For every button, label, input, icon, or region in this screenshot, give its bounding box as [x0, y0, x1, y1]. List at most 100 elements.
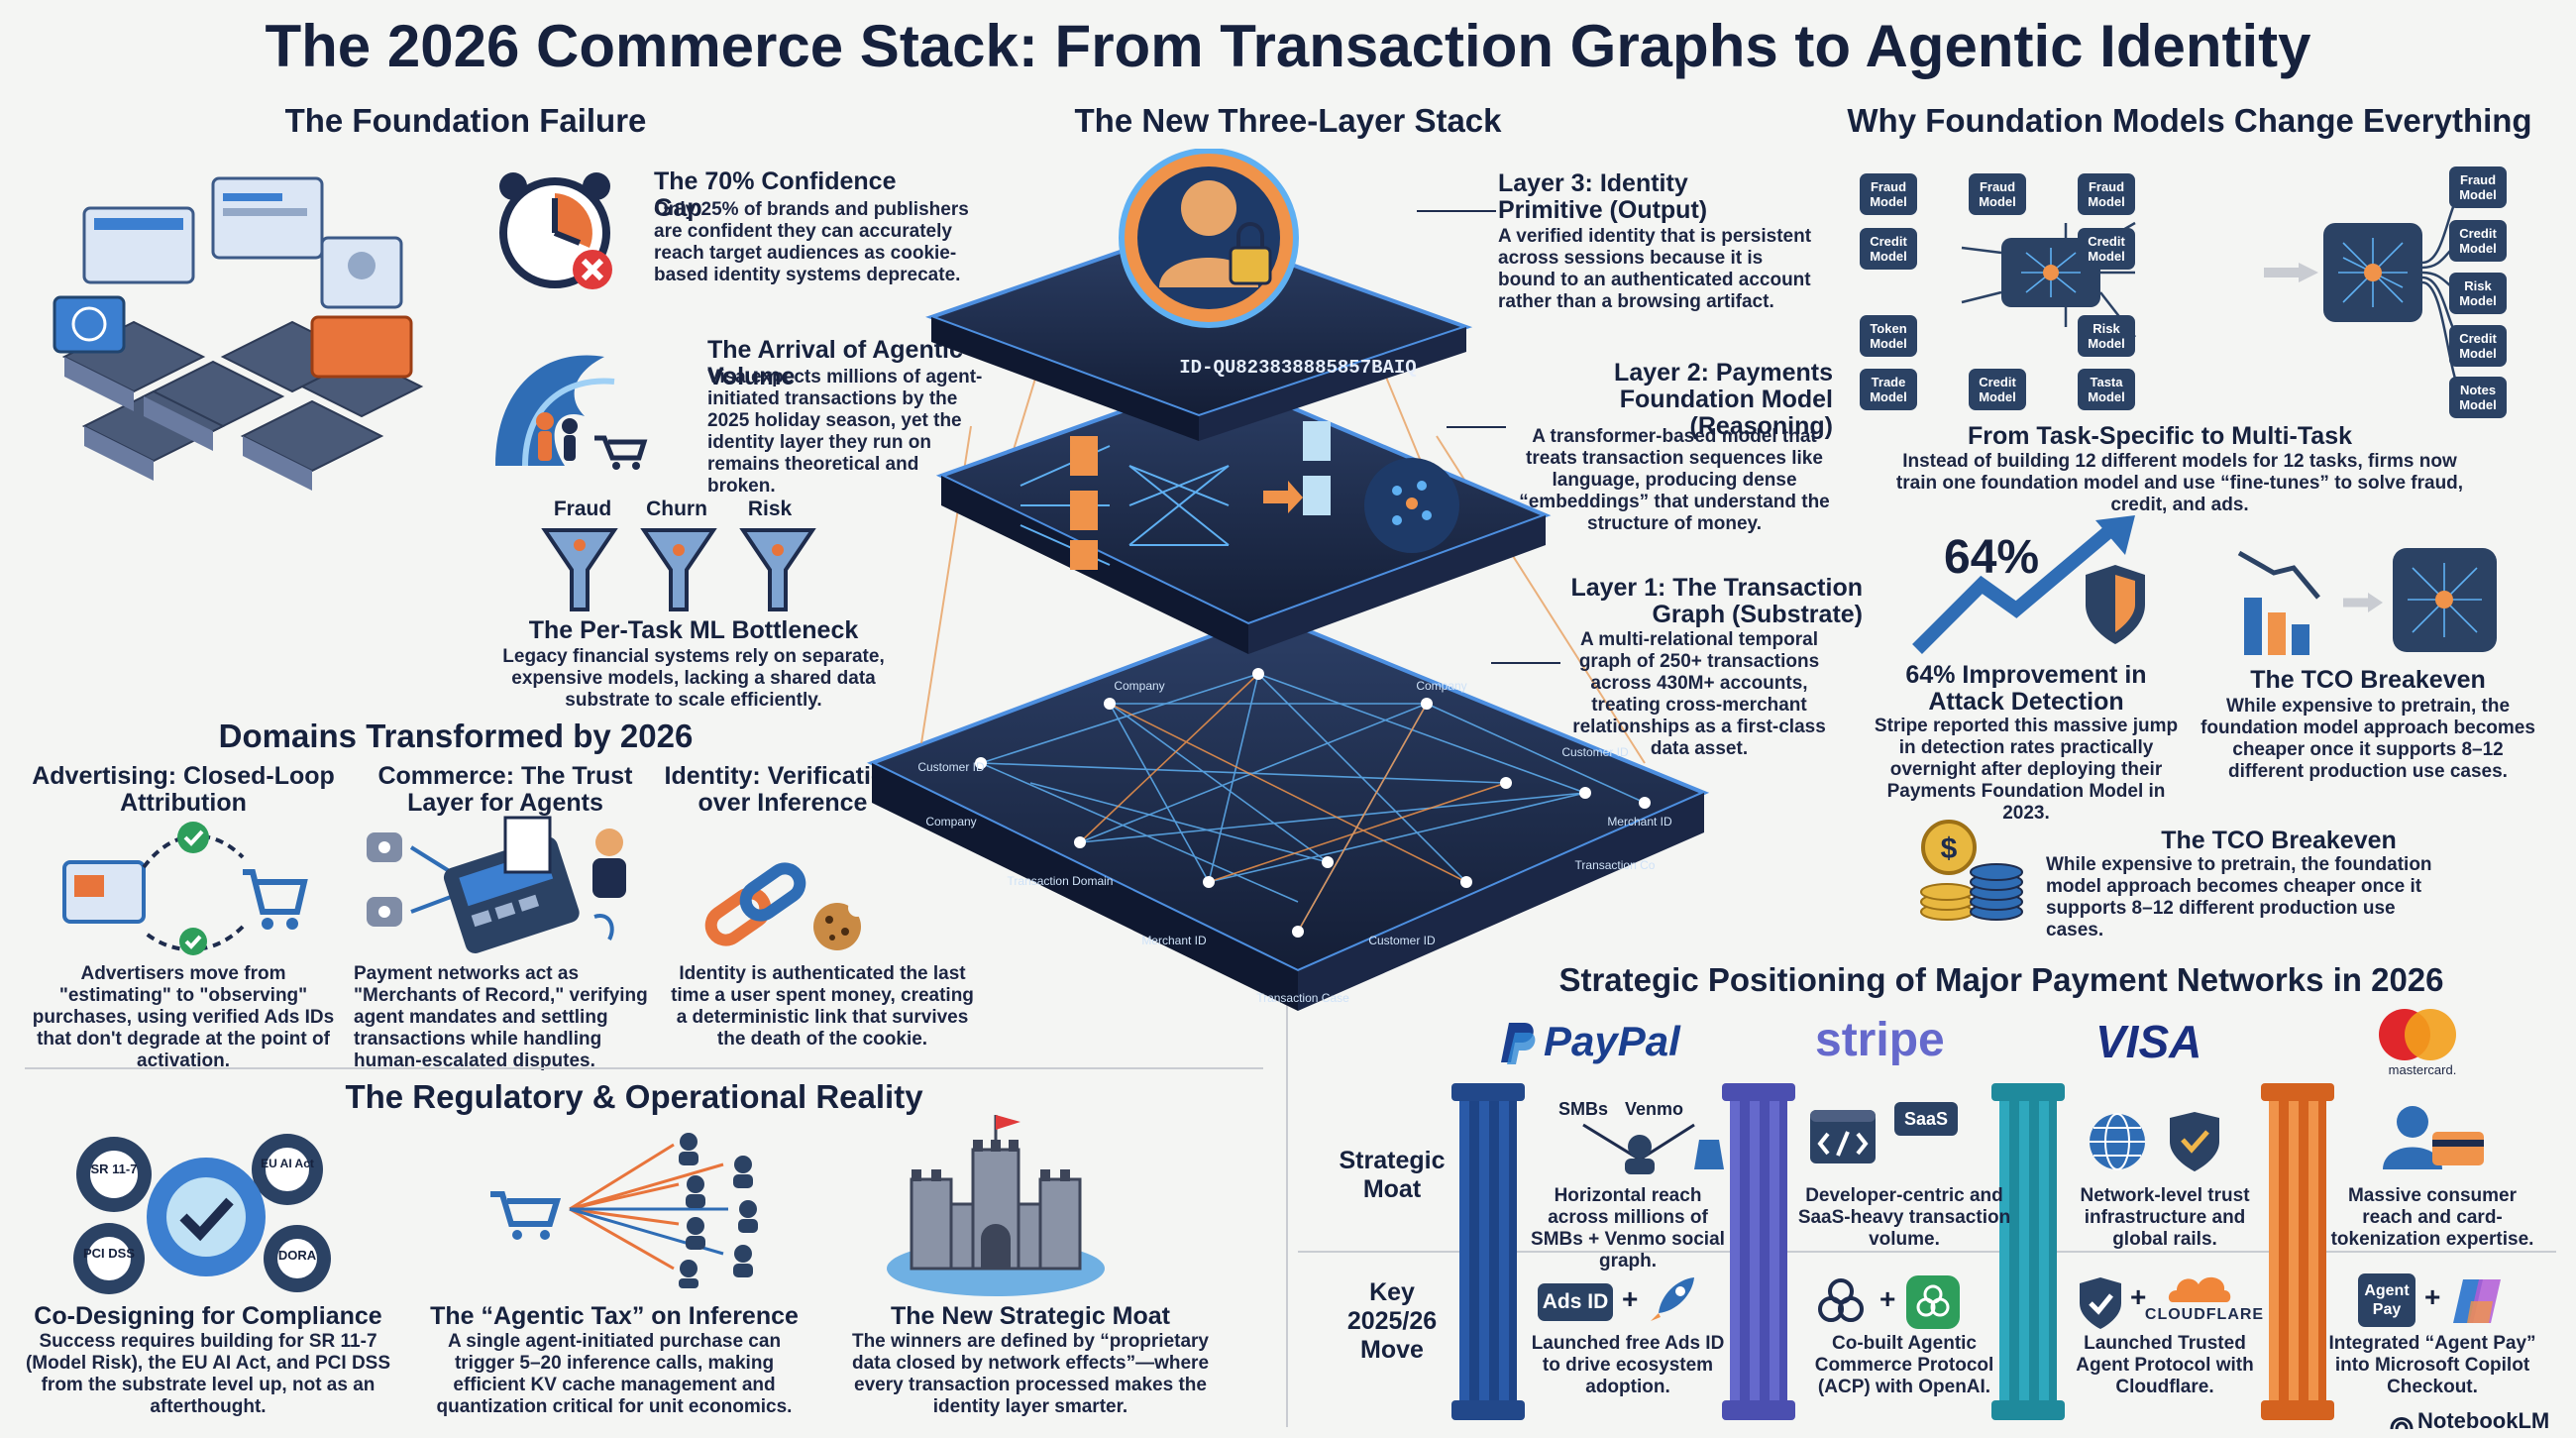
copilot-icon [2449, 1273, 2507, 1329]
domain-identity-title: Identity: Verification over Inference [664, 762, 902, 817]
layer1-leader [1491, 662, 1560, 664]
broken-chain-cookie-icon [698, 862, 867, 961]
plus-sign: + [1879, 1283, 1896, 1314]
bottleneck-text: Legacy financial systems rely on separat… [502, 646, 885, 711]
cloudflare-cloud-icon [2165, 1269, 2234, 1304]
stripe-move-text: Co-built Agentic Commerce Protocol (ACP)… [1814, 1333, 1994, 1397]
wave-shopping-icon [485, 327, 654, 476]
pos-terminal-icon [357, 813, 644, 961]
openai-icon [1813, 1275, 1869, 1331]
stack-heading: The New Three-Layer Stack [1074, 102, 1502, 139]
mastercard-logo-icon [2373, 1007, 2462, 1062]
graph-node-label: Customer ID [1368, 934, 1436, 947]
gear-label-pci: PCI DSS [82, 1246, 135, 1261]
funnel-label-fraud: Fraud [553, 498, 612, 520]
fm-shift-text: Instead of building 12 different models … [1895, 451, 2464, 515]
fm-tco1-text: While expensive to pretrain, the foundat… [2200, 696, 2535, 782]
moat-text: The winners are defined by “proprietary … [851, 1331, 1210, 1417]
mastercard-moat-text: Massive consumer reach and card-tokeniza… [2330, 1185, 2534, 1250]
pillar-stripe [1722, 1083, 1795, 1420]
funnel-label-churn: Churn [646, 498, 707, 520]
plus-sign: + [1622, 1283, 1639, 1314]
fm-left-model: Fraud Model [1860, 173, 1917, 215]
fm-left-model: Credit Model [1969, 369, 2026, 410]
fm-improve-text: Stripe reported this massive jump in det… [1874, 716, 2179, 824]
svg-text:$: $ [1941, 832, 1958, 865]
shield-check-icon [2078, 1275, 2123, 1331]
fm-right-model: Risk Model [2449, 273, 2507, 314]
plus-sign: + [2424, 1281, 2441, 1312]
mastercard-brand: mastercard. [2388, 1062, 2457, 1077]
identity-id-label: ID-QU823838885857BAIQ [1179, 357, 1417, 379]
fm-improve-title: 64% Improvement in Attack Detection [1905, 661, 2147, 716]
fm-tco2-title: The TCO Breakeven [2161, 827, 2397, 854]
domain-commerce-text: Payment networks act as "Merchants of Re… [354, 963, 648, 1071]
stripe-brand: stripe [1815, 1014, 1945, 1066]
pillar-mastercard [2261, 1083, 2334, 1420]
layer1-text: A multi-relational temporal graph of 250… [1572, 629, 1826, 759]
castle-moat-icon [882, 1110, 1110, 1298]
fm-tco2-text: While expensive to pretrain, the foundat… [2046, 854, 2432, 940]
agentic-title: The Arrival of Agentic Volume [707, 336, 963, 390]
fm-shift-title: From Task-Specific to Multi-Task [1967, 422, 2353, 450]
layer2-text: A transformer-based model that treats tr… [1519, 426, 1830, 534]
layer1-title: Layer 1: The Transaction Graph (Substrat… [1570, 574, 1863, 628]
foundation-heading: The Foundation Failure [284, 102, 647, 139]
gap-title: The 70% Confidence Gap [654, 167, 897, 222]
plus-sign: + [2130, 1281, 2147, 1312]
gap-text: Only 25% of brands and publishers are co… [654, 199, 969, 285]
fm-heading: Why Foundation Models Change Everything [1847, 102, 2532, 139]
growth-arrow-shield-icon [1912, 515, 2150, 654]
code-window-icon [1808, 1108, 1878, 1165]
pillar-paypal [1451, 1083, 1525, 1420]
fm-left-model: Trade Model [1860, 369, 1917, 410]
paypal-brand: PayPal [1544, 1018, 1680, 1064]
fm-right-model: Notes Model [2449, 377, 2507, 418]
graph-node-label: Transaction Case [1256, 991, 1349, 1005]
stripe-saas-badge: SaaS [1894, 1102, 1958, 1136]
bottleneck-title: The Per-Task ML Bottleneck [528, 616, 859, 644]
fm-left-model: Credit Model [2078, 228, 2135, 270]
cloudflare-brand: CLOUDFLARE [2144, 1306, 2265, 1323]
divider-left [25, 1067, 1263, 1069]
paypal-ads-id-badge: Ads ID [1538, 1283, 1613, 1321]
agent-pay-badge: Agent Pay [2358, 1273, 2415, 1327]
funnel-label-risk: Risk [747, 498, 793, 520]
coin-stack-icon: $ [1917, 818, 2026, 922]
closed-loop-icon [54, 818, 312, 956]
paypal-move-text: Launched free Ads ID to drive ecosystem … [1531, 1333, 1725, 1397]
fm-right-model: Credit Model [2449, 325, 2507, 367]
pillar-visa [1991, 1083, 2065, 1420]
funnel-icons [540, 525, 817, 614]
agent-fanout-icon [476, 1130, 773, 1288]
fm-left-model: Credit Model [1860, 228, 1917, 270]
gear-label-dora: DORA [277, 1248, 317, 1263]
tco-chart-icon [2234, 543, 2502, 657]
graph-node-label: Customer ID [1561, 745, 1629, 759]
networks-heading: Strategic Positioning of Major Payment N… [1558, 961, 2444, 998]
layer2-leader [1447, 426, 1506, 428]
row-label-move: Key 2025/26 Move [1346, 1278, 1438, 1364]
gear-label-sr: SR 11-7 [90, 1161, 138, 1176]
rocket-icon [1647, 1273, 1698, 1325]
domain-advertising-text: Advertisers move from "estimating" to "o… [32, 963, 335, 1071]
globe-shield-icon [2086, 1110, 2224, 1173]
fm-stat: 64% [1944, 531, 2040, 584]
fm-left-model: Tasta Model [2078, 369, 2135, 410]
chatgpt-icon [1904, 1273, 1962, 1331]
row-label-moat: Strategic Moat [1339, 1147, 1446, 1203]
broken-blocks-illustration [25, 149, 441, 505]
user-card-icon [2378, 1100, 2487, 1174]
divider-vertical [1286, 961, 1288, 1427]
agentic-text: Visa expects millions of agent-initiated… [707, 367, 983, 497]
divider-row [1298, 1251, 2556, 1253]
page-title: The 2026 Commerce Stack: From Transactio… [265, 13, 2311, 79]
layer3-text: A verified identity that is persistent a… [1498, 226, 1812, 312]
layer3-leader [1417, 210, 1496, 212]
fm-left-model: Fraud Model [2078, 173, 2135, 215]
visa-brand: VISA [2095, 1016, 2202, 1067]
paypal-moat-text: Horizontal reach across millions of SMBs… [1531, 1185, 1725, 1272]
model-network-diagram [1853, 164, 2526, 411]
moat-title: The New Strategic Moat [891, 1302, 1170, 1330]
visa-move-text: Launched Trusted Agent Protocol with Clo… [2076, 1333, 2254, 1397]
